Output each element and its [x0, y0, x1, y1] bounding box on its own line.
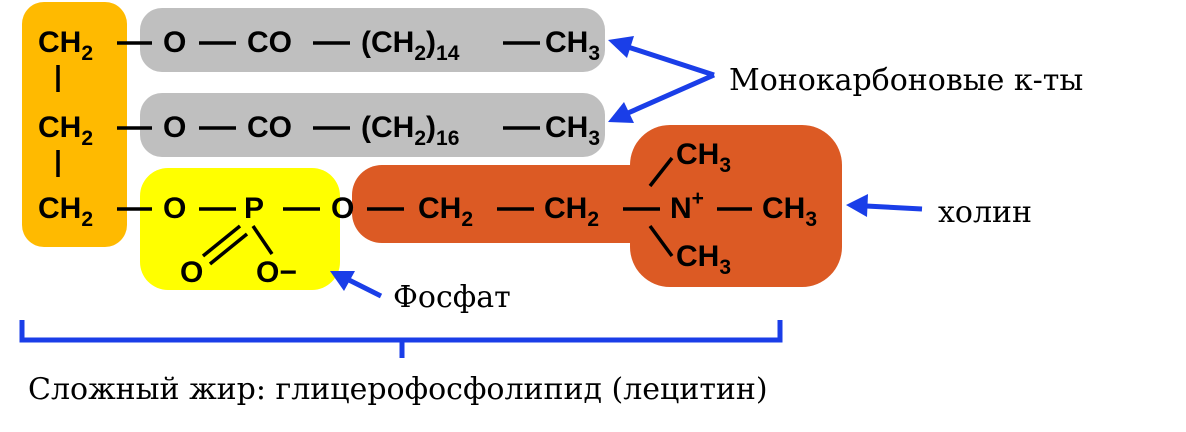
arrows-fatty-acids: [608, 36, 716, 123]
choline-ch2-1: CH2: [418, 192, 473, 231]
arrow-fatty-acid-2: [626, 72, 716, 116]
row2-o: O: [163, 111, 186, 144]
row1-co: CO: [247, 26, 292, 59]
phosphate-o-right: O: [331, 192, 354, 225]
arrowhead-phosphate: [330, 271, 355, 291]
phosphate-box: [140, 168, 340, 290]
fatty-acid-2-box: [140, 93, 605, 157]
choline-ch2-2: CH2: [544, 192, 599, 231]
row2-ch3: CH3: [545, 111, 600, 150]
choline-box-head: [630, 125, 842, 287]
double-bond-line-1: [201, 224, 242, 258]
choline-box-main: [352, 165, 672, 243]
choline-ch3-top: CH3: [676, 138, 731, 177]
glycerol-backbone-box: [22, 2, 127, 247]
arrowhead-choline: [846, 194, 868, 217]
label-monocarboxylic-acids: Монокарбоновые к-ты: [729, 63, 1083, 98]
row2-ch2-chain: (CH2)16: [361, 111, 459, 150]
bracket: [19, 320, 783, 358]
bond-p-o-minus: [251, 225, 274, 255]
phosphate-o-minus: O−: [256, 256, 297, 289]
arrowhead-2: [608, 102, 634, 123]
phosphate-o-double: O: [180, 256, 203, 289]
nitrogen: N+: [670, 187, 704, 225]
row-1: CH2 O CO (CH2)14 CH3: [38, 26, 600, 65]
caption: Сложный жир: глицерофосфолипид (лецитин): [28, 372, 768, 407]
row3-ch2: CH2: [38, 192, 93, 231]
bond-n-ch3-top: [648, 156, 674, 188]
label-phosphate: Фосфат: [393, 280, 511, 315]
arrow-fatty-acid-1: [627, 44, 715, 78]
arrow-choline: [865, 203, 923, 212]
row1-ch2-chain: (CH2)14: [361, 26, 460, 65]
row1-ch2: CH2: [38, 26, 93, 65]
arrowhead-1: [608, 36, 634, 58]
row1-o: O: [163, 26, 186, 59]
row2-co: CO: [247, 111, 292, 144]
bond-n-ch3-bottom: [648, 224, 674, 258]
double-bond-line-2: [208, 232, 249, 266]
phosphorus: P: [244, 192, 264, 225]
arrow-phosphate: [347, 277, 383, 299]
row2-ch2: CH2: [38, 111, 93, 150]
label-choline: холин: [938, 195, 1032, 230]
row1-ch3: CH3: [545, 26, 600, 65]
row-3: CH2 O P O CH2 CH2 N+ CH3: [38, 187, 817, 231]
row-2: CH2 O CO (CH2)16 CH3: [38, 111, 600, 150]
phosphate-o-left: O: [163, 192, 186, 225]
choline-ch3-right: CH3: [762, 192, 817, 231]
fatty-acid-1-box: [140, 8, 605, 72]
choline-ch3-bottom: CH3: [676, 240, 731, 279]
